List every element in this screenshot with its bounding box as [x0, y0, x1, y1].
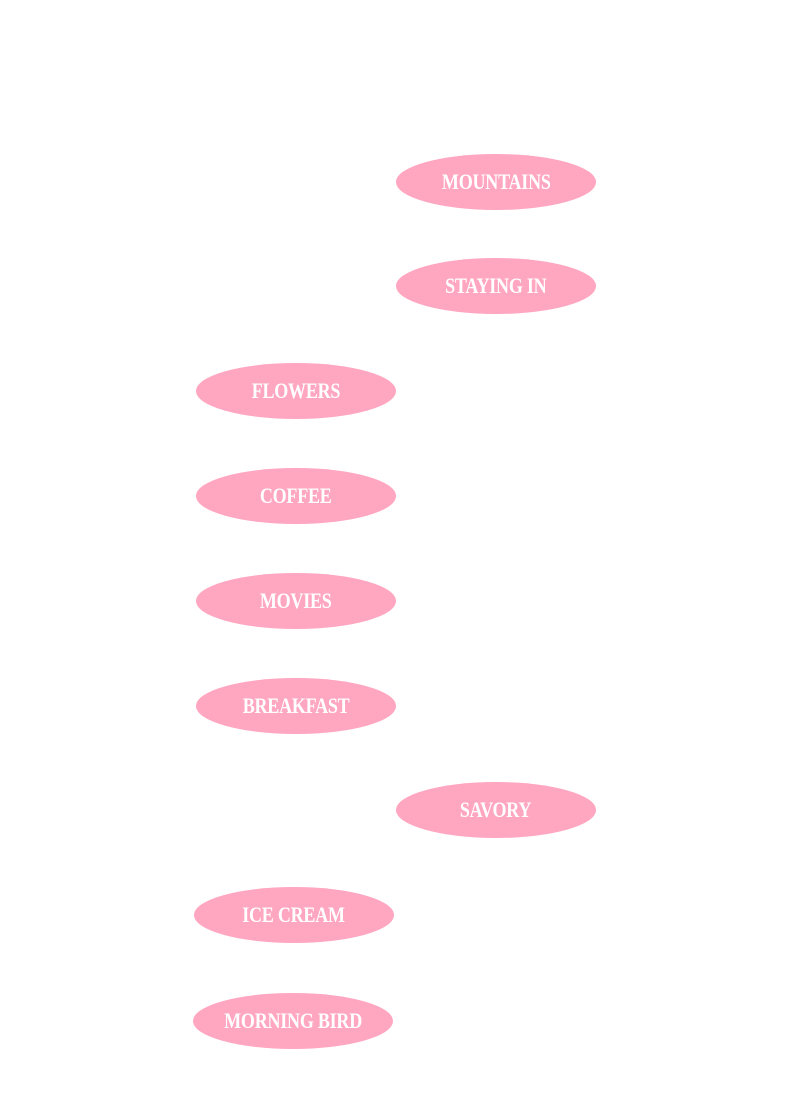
pill-movies[interactable]: MOVIES [196, 573, 396, 629]
pill-label: ICE CREAM [242, 902, 346, 927]
pill-label: MOUNTAINS [441, 169, 551, 194]
pill-breakfast[interactable]: BREAKFAST [196, 678, 396, 734]
pill-label: SAVORY [460, 797, 532, 822]
pill-label: BREAKFAST [242, 693, 350, 718]
pill-morning-bird[interactable]: MORNING BIRD [193, 993, 393, 1049]
pill-savory[interactable]: SAVORY [396, 782, 596, 838]
pill-ice-cream[interactable]: ICE CREAM [194, 887, 394, 943]
pill-label: MORNING BIRD [224, 1008, 362, 1033]
pill-flowers[interactable]: FLOWERS [196, 363, 396, 419]
pill-coffee[interactable]: COFFEE [196, 468, 396, 524]
pill-label: MOVIES [260, 588, 332, 613]
pill-label: FLOWERS [251, 378, 341, 403]
pill-label: STAYING IN [445, 273, 547, 298]
pill-staying-in[interactable]: STAYING IN [396, 258, 596, 314]
pill-label: COFFEE [260, 483, 332, 508]
pill-mountains[interactable]: MOUNTAINS [396, 154, 596, 210]
